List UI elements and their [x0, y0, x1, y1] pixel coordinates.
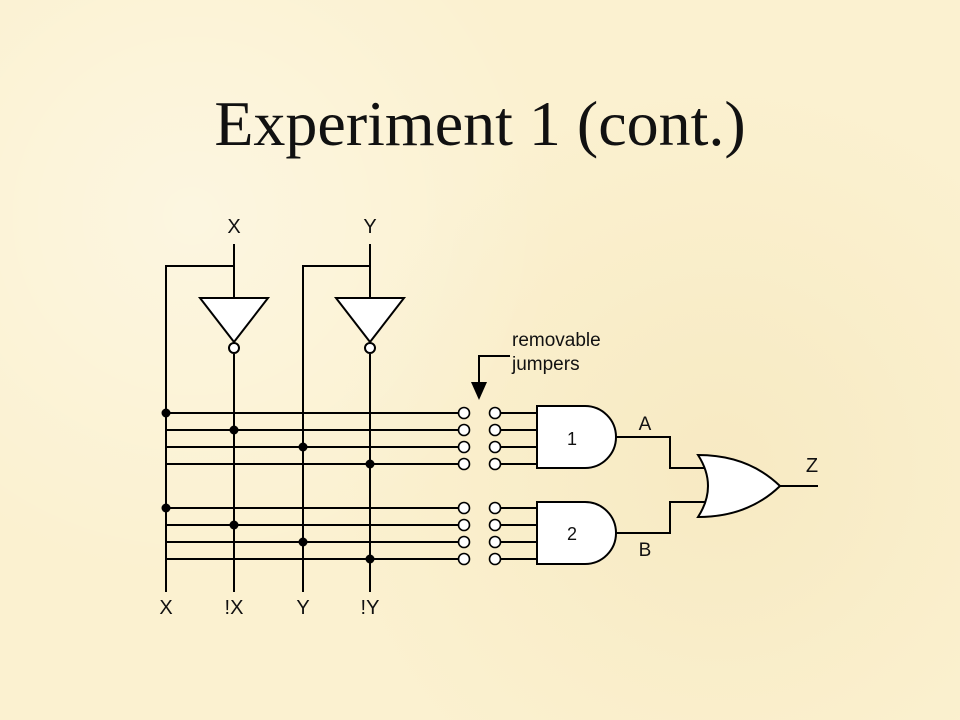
junction-dot	[161, 408, 171, 418]
input-x-wiring	[165, 244, 235, 592]
inverter-gate-y	[333, 297, 407, 354]
input-y-wiring	[302, 244, 371, 592]
junction-dots	[161, 408, 375, 564]
removable-jumpers-gate-2	[457, 501, 537, 566]
bus-label-y: Y	[296, 597, 309, 619]
and-gate-1: 1	[536, 405, 617, 469]
inverter-gate-x	[197, 297, 271, 354]
and-gate-2: 2	[536, 501, 617, 565]
junction-dot	[229, 425, 239, 435]
annotation-line-1: removable	[512, 330, 601, 351]
junction-dot	[161, 503, 171, 513]
slide-title: Experiment 1 (cont.)	[214, 88, 746, 159]
signal-label-b: B	[639, 540, 652, 561]
signal-wires: A B	[616, 414, 710, 561]
annotation-line-2: jumpers	[511, 354, 580, 375]
input-label-x: X	[227, 216, 240, 238]
and-gate-2-label: 2	[567, 524, 577, 544]
signal-label-a: A	[639, 414, 652, 435]
removable-jumpers-gate-1	[457, 406, 537, 471]
arrow-down-icon	[471, 382, 487, 400]
junction-dot	[365, 554, 375, 564]
junction-dot	[229, 520, 239, 530]
jumper-annotation: removable jumpers	[471, 330, 601, 400]
bus-lines-gate-1	[166, 412, 458, 465]
input-label-y: Y	[363, 216, 376, 238]
bus-label-not-x: !X	[225, 597, 244, 619]
output-label-z: Z	[806, 455, 818, 477]
and-gate-1-label: 1	[567, 429, 577, 449]
bus-label-x: X	[159, 597, 172, 619]
junction-dot	[298, 442, 308, 452]
bus-lines-gate-2	[166, 507, 458, 560]
junction-dot	[298, 537, 308, 547]
junction-dot	[365, 459, 375, 469]
bus-label-not-y: !Y	[361, 597, 380, 619]
or-gate: Z	[696, 453, 818, 519]
